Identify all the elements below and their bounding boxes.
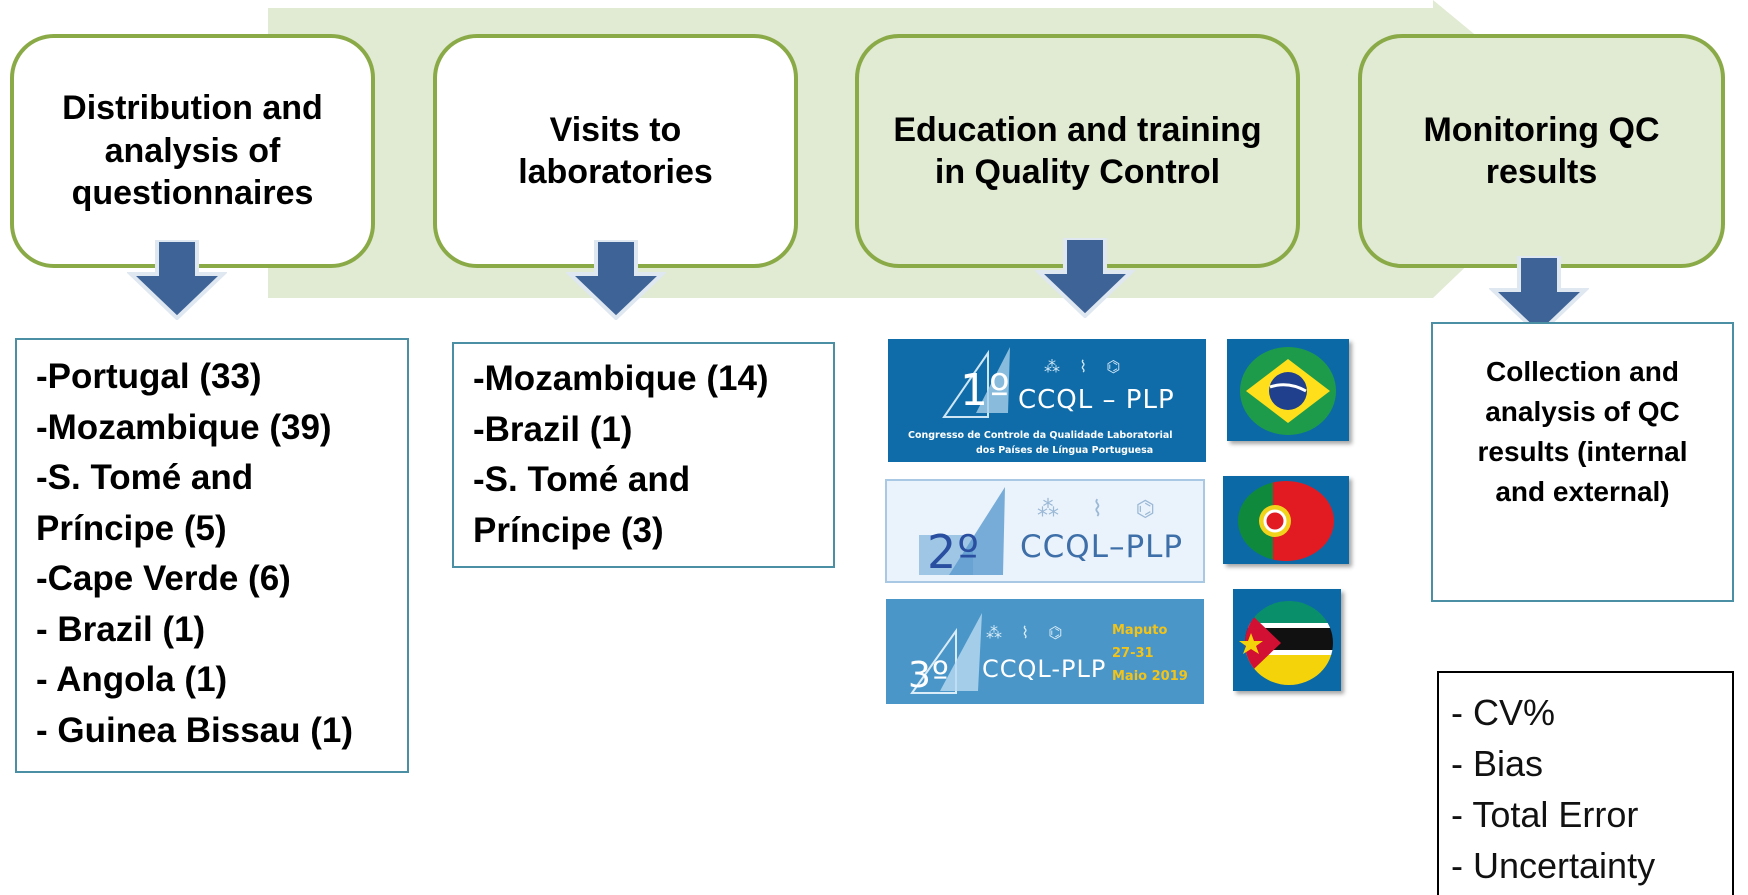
congress-dates: 27-31	[1112, 646, 1154, 661]
step-education: Education and training in Quality Contro…	[855, 34, 1300, 268]
congress-location: Maputo	[1112, 623, 1168, 638]
list-item: - Uncertainty	[1451, 845, 1656, 886]
congress-name: CCQL–PLP	[1020, 529, 1184, 565]
step-questionnaires-label: Distribution and analysis of questionnai…	[62, 89, 323, 213]
sail-logo-icon	[942, 347, 1010, 418]
congress-number: 1º	[960, 365, 1011, 416]
down-arrow-icon	[1489, 256, 1589, 336]
list-item: Príncipe (5)	[36, 508, 227, 548]
list-item: -S. Tomé and	[36, 458, 254, 497]
step-monitoring-label: Monitoring QC results	[1423, 110, 1660, 192]
questionnaires-country-list: -Portugal (33) -Mozambique (39) -S. Tomé…	[15, 338, 409, 773]
list-item: Príncipe (3)	[473, 510, 664, 550]
list-item: - Bias	[1451, 743, 1544, 784]
molecule-icons: ⁂ ⌇ ⌬	[1044, 357, 1122, 376]
list-item: - Angola (1)	[36, 660, 228, 699]
list-item: - Brazil (1)	[36, 609, 206, 649]
list-item: -Mozambique (39)	[36, 407, 332, 447]
congress-name: CCQL – PLP	[1018, 385, 1175, 415]
list-item: -Portugal (33)	[36, 357, 262, 396]
step-visits-label: Visits to laboratories	[518, 110, 713, 192]
step-visits: Visits to laboratories	[433, 34, 798, 268]
mozambique-flag-icon	[1233, 589, 1341, 691]
list-item: - CV%	[1451, 692, 1556, 733]
molecule-icons: ⁂ ⌇ ⌬	[986, 623, 1064, 642]
molecule-icons: ⁂ ⌇ ⌬	[1037, 497, 1156, 522]
list-item: -S. Tomé and	[473, 460, 691, 499]
congress-subtitle: dos Países de Língua Portuguesa	[976, 445, 1154, 456]
qc-collection-text: Collection and analysis of QC results (i…	[1477, 356, 1688, 507]
list-item: - Guinea Bissau (1)	[36, 710, 354, 750]
brazil-flag-icon	[1227, 339, 1349, 441]
sail-logo-icon	[919, 487, 1005, 575]
step-education-label: Education and training in Quality Contro…	[893, 110, 1262, 192]
congress-number: 3º	[908, 655, 950, 696]
sail-logo-icon	[910, 613, 982, 694]
list-item: -Cape Verde (6)	[36, 559, 291, 598]
qc-metrics-list: - CV% - Bias - Total Error - Uncertainty	[1437, 671, 1734, 895]
congress-number: 2º	[927, 525, 980, 579]
congress-banner-1: 1º ⁂ ⌇ ⌬ CCQL – PLP Congresso de Control…	[888, 339, 1206, 462]
step-monitoring: Monitoring QC results	[1358, 34, 1725, 268]
congress-banner-3: 3º ⁂ ⌇ ⌬ CCQL-PLP Maputo 27-31 Maio 2019	[886, 599, 1204, 704]
down-arrow-icon	[566, 240, 666, 320]
step-questionnaires: Distribution and analysis of questionnai…	[10, 34, 375, 268]
qc-collection-box: Collection and analysis of QC results (i…	[1431, 322, 1734, 602]
list-item: -Brazil (1)	[473, 409, 633, 449]
visits-country-list: -Mozambique (14) -Brazil (1) -S. Tomé an…	[452, 342, 835, 568]
down-arrow-icon	[127, 240, 227, 320]
congress-name: CCQL-PLP	[982, 655, 1107, 683]
congress-banner-2: 2º ⁂ ⌇ ⌬ CCQL–PLP	[885, 479, 1205, 583]
portugal-flag-icon	[1223, 476, 1349, 564]
list-item: -Mozambique (14)	[473, 359, 769, 398]
congress-subtitle: Congresso de Controle da Qualidade Labor…	[908, 430, 1173, 441]
congress-month-year: Maio 2019	[1112, 669, 1188, 684]
list-item: - Total Error	[1451, 794, 1639, 835]
down-arrow-icon	[1035, 238, 1135, 318]
